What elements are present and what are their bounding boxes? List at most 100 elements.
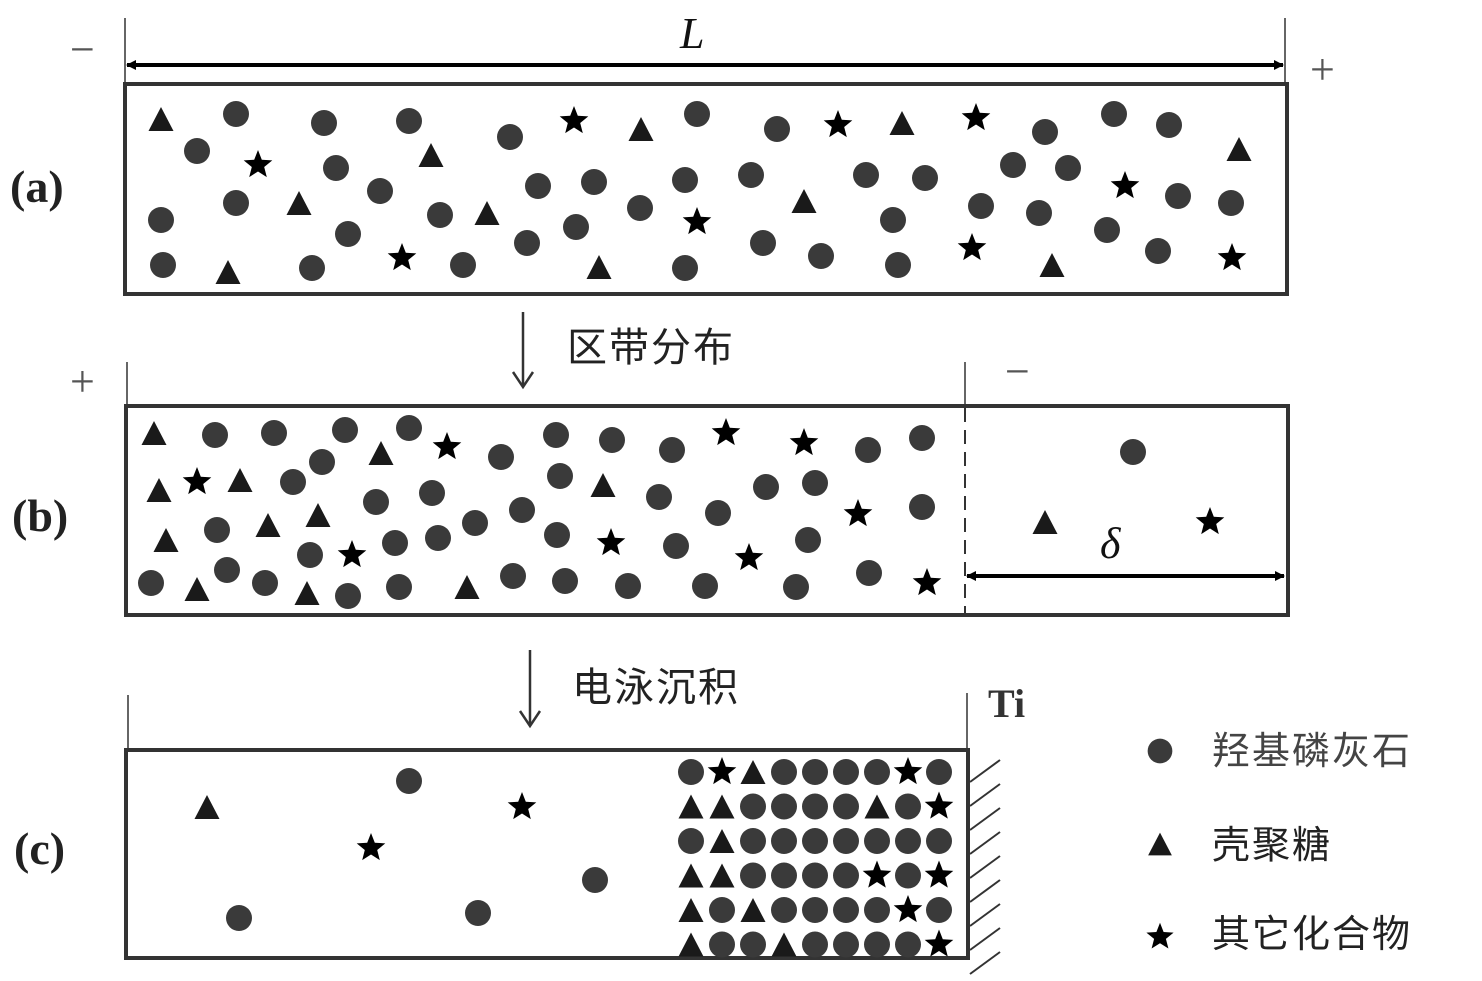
chitosan-particle-icon bbox=[678, 794, 704, 819]
hatch-line bbox=[969, 831, 1001, 855]
hydroxyapatite-particle-icon bbox=[833, 828, 859, 854]
hydroxyapatite-particle-icon bbox=[895, 828, 921, 854]
other-compound-particle-icon bbox=[957, 233, 987, 261]
hydroxyapatite-particle-icon bbox=[615, 573, 641, 599]
panel-c bbox=[124, 693, 1001, 975]
other-compound-particle-icon bbox=[862, 860, 892, 888]
hydroxyapatite-particle-icon bbox=[895, 931, 921, 958]
other-compound-particle-icon bbox=[182, 467, 212, 495]
hydroxyapatite-particle-icon bbox=[895, 793, 921, 820]
hydroxyapatite-particle-icon bbox=[802, 931, 828, 958]
hydroxyapatite-particle-icon bbox=[363, 489, 389, 515]
hydroxyapatite-particle-icon bbox=[808, 243, 834, 269]
hydroxyapatite-particle-icon bbox=[833, 931, 859, 958]
hydroxyapatite-particle-icon bbox=[909, 494, 935, 520]
other-compound-particle-icon bbox=[387, 243, 417, 271]
other-compound-particle-icon bbox=[507, 792, 537, 820]
hydroxyapatite-particle-icon bbox=[1147, 738, 1173, 764]
panel-b-negative-sign: − bbox=[1005, 347, 1030, 396]
hydroxyapatite-particle-icon bbox=[740, 931, 766, 958]
hydroxyapatite-particle-icon bbox=[1094, 217, 1120, 243]
other-compound-particle-icon bbox=[912, 568, 942, 596]
chitosan-particle-icon bbox=[184, 577, 210, 601]
hydroxyapatite-particle-icon bbox=[214, 557, 240, 583]
hydroxyapatite-particle-icon bbox=[771, 793, 797, 820]
other-compound-particle-icon bbox=[1146, 922, 1174, 949]
hydroxyapatite-particle-icon bbox=[802, 828, 828, 854]
panel-b bbox=[124, 362, 1290, 617]
hydroxyapatite-particle-icon bbox=[425, 525, 451, 551]
particles-b bbox=[138, 415, 1225, 609]
hydroxyapatite-particle-icon bbox=[367, 178, 393, 204]
hydroxyapatite-particle-icon bbox=[926, 759, 952, 785]
hydroxyapatite-particle-icon bbox=[684, 101, 710, 127]
hydroxyapatite-particle-icon bbox=[148, 207, 174, 233]
chitosan-particle-icon bbox=[791, 189, 817, 213]
hatch-line bbox=[969, 903, 1001, 927]
hydroxyapatite-particle-icon bbox=[223, 190, 249, 216]
hydroxyapatite-particle-icon bbox=[309, 449, 335, 475]
chitosan-particle-icon bbox=[286, 191, 312, 215]
particles-a bbox=[148, 101, 1252, 284]
hydroxyapatite-particle-icon bbox=[547, 463, 573, 489]
hydroxyapatite-particle-icon bbox=[500, 563, 526, 589]
panel-c-label: (c) bbox=[14, 823, 66, 874]
hatch-line bbox=[969, 951, 1001, 975]
hydroxyapatite-particle-icon bbox=[740, 828, 766, 854]
hydroxyapatite-particle-icon bbox=[223, 101, 249, 127]
hydroxyapatite-particle-icon bbox=[853, 162, 879, 188]
hydroxyapatite-particle-icon bbox=[543, 422, 569, 448]
other-compound-particle-icon bbox=[707, 757, 737, 785]
hydroxyapatite-particle-icon bbox=[672, 255, 698, 281]
hydroxyapatite-particle-icon bbox=[802, 897, 828, 923]
hydroxyapatite-particle-icon bbox=[740, 862, 766, 889]
hydroxyapatite-particle-icon bbox=[509, 497, 535, 523]
hydroxyapatite-particle-icon bbox=[462, 510, 488, 536]
hydroxyapatite-particle-icon bbox=[783, 574, 809, 600]
delta-label: δ bbox=[1100, 519, 1121, 568]
chitosan-particle-icon bbox=[709, 794, 735, 819]
hydroxyapatite-particle-icon bbox=[1055, 155, 1081, 181]
hydroxyapatite-particle-icon bbox=[525, 173, 551, 199]
hatch-line bbox=[969, 855, 1001, 879]
other-compound-particle-icon bbox=[734, 543, 764, 571]
chitosan-particle-icon bbox=[474, 201, 500, 225]
other-compound-particle-icon bbox=[893, 757, 923, 785]
hydroxyapatite-particle-icon bbox=[926, 897, 952, 923]
other-compound-particle-icon bbox=[682, 207, 712, 235]
hydroxyapatite-particle-icon bbox=[396, 415, 422, 441]
chitosan-particle-icon bbox=[454, 575, 480, 599]
hydroxyapatite-particle-icon bbox=[833, 793, 859, 820]
hatch-line bbox=[969, 927, 1001, 951]
hydroxyapatite-particle-icon bbox=[771, 759, 797, 785]
particles-c bbox=[194, 757, 954, 958]
hydroxyapatite-particle-icon bbox=[280, 469, 306, 495]
chitosan-particle-icon bbox=[227, 468, 253, 492]
hydroxyapatite-particle-icon bbox=[335, 583, 361, 609]
chitosan-particle-icon bbox=[194, 795, 220, 819]
hydroxyapatite-particle-icon bbox=[488, 444, 514, 470]
ti-substrate-hatching bbox=[969, 759, 1001, 975]
chitosan-particle-icon bbox=[628, 117, 654, 141]
other-compound-particle-icon bbox=[243, 150, 273, 178]
hydroxyapatite-particle-icon bbox=[802, 862, 828, 889]
hydroxyapatite-particle-icon bbox=[204, 517, 230, 543]
hydroxyapatite-particle-icon bbox=[771, 897, 797, 923]
hydroxyapatite-particle-icon bbox=[450, 252, 476, 278]
other-compound-particle-icon bbox=[596, 528, 626, 556]
hydroxyapatite-particle-icon bbox=[311, 110, 337, 136]
panel-a-negative-sign: − bbox=[70, 25, 95, 74]
chitosan-particle-icon bbox=[255, 513, 281, 537]
hydroxyapatite-particle-icon bbox=[1101, 101, 1127, 127]
hydroxyapatite-particle-icon bbox=[396, 108, 422, 134]
panel-a bbox=[123, 18, 1289, 296]
hydroxyapatite-particle-icon bbox=[968, 193, 994, 219]
electrolyte-cell-b bbox=[124, 404, 1290, 617]
hydroxyapatite-particle-icon bbox=[750, 230, 776, 256]
hydroxyapatite-particle-icon bbox=[1165, 183, 1191, 209]
panel-a-positive-sign: + bbox=[1310, 45, 1335, 94]
hydroxyapatite-particle-icon bbox=[563, 214, 589, 240]
chitosan-particle-icon bbox=[678, 932, 704, 957]
